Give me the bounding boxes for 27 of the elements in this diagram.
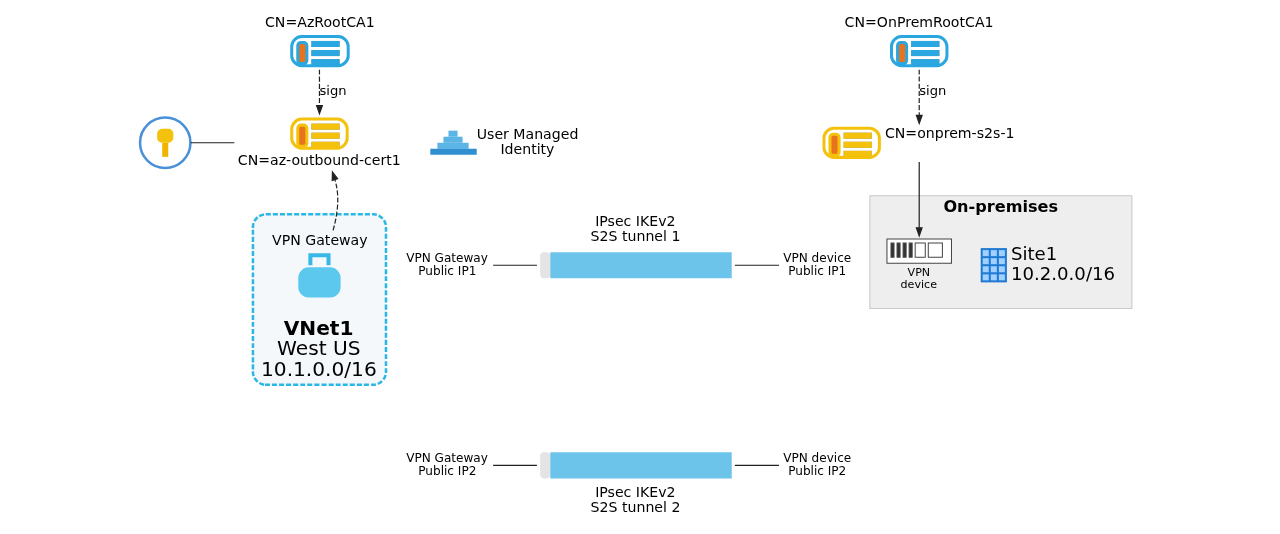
connector	[734, 464, 780, 466]
node-text: VPN Gateway Public IP2	[406, 450, 488, 478]
node-label: VPN Gateway	[272, 232, 368, 249]
connector	[492, 464, 538, 466]
node-label: CN=az-outbound-cert1	[237, 152, 401, 169]
arrow	[915, 69, 923, 126]
node-picture	[138, 116, 192, 170]
connector	[492, 264, 538, 266]
connector	[734, 264, 780, 266]
arrow	[915, 161, 923, 238]
node-text: VPN device Public IP1	[783, 250, 852, 278]
edge-label: sign	[919, 83, 947, 99]
connector	[189, 142, 235, 144]
node-label: IPsec IKEv2 S2S tunnel 1	[590, 213, 681, 245]
node-label: 10.2.0.0/16	[1010, 262, 1116, 284]
arrow	[315, 69, 324, 116]
node-label: VPN device	[900, 266, 937, 292]
arrow	[331, 170, 339, 231]
node-text: VPN Gateway Public IP1	[406, 250, 488, 278]
node-label: CN=OnPremRootCA1	[844, 14, 994, 31]
node-label: CN=AzRootCA1	[265, 14, 375, 31]
node-text: VPN device Public IP2	[783, 450, 852, 478]
node-label: User Managed Identity	[476, 125, 579, 158]
node-label: Site1	[1010, 242, 1058, 264]
node-label: IPsec IKEv2 S2S tunnel 2	[590, 483, 681, 515]
node-label: CN=onprem-s2s-1	[884, 124, 1015, 141]
edge-label: sign	[319, 83, 347, 99]
